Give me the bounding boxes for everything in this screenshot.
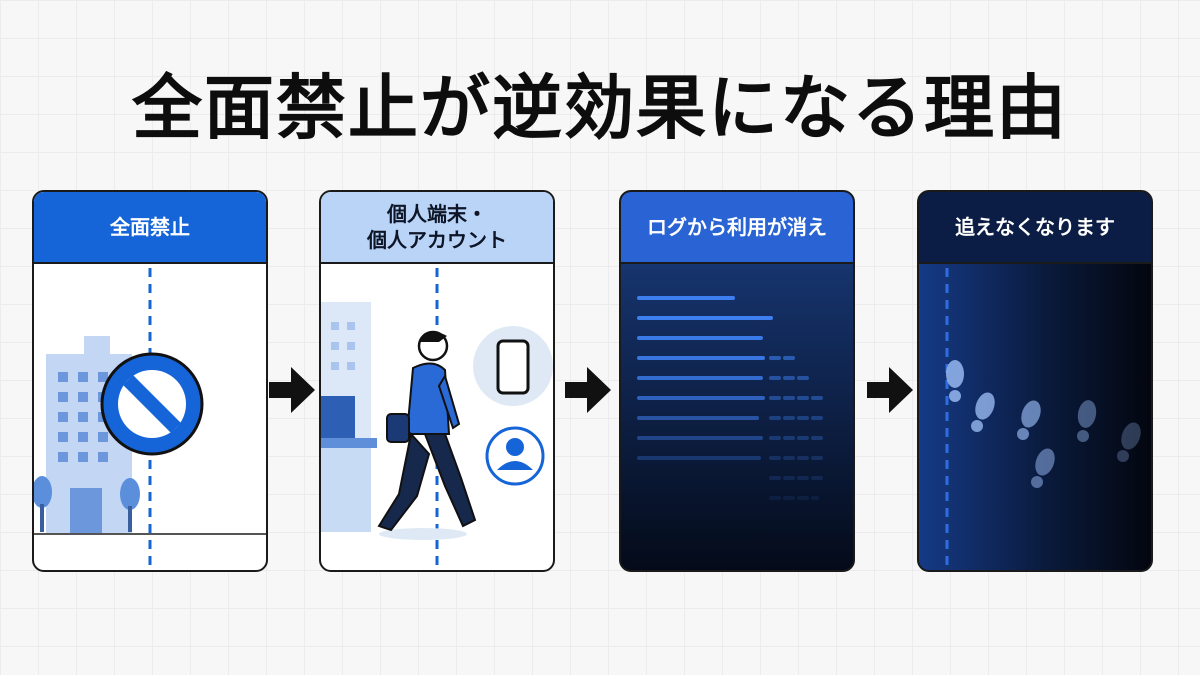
panel-body [621, 264, 853, 570]
panel-body [919, 264, 1151, 570]
panel-body [34, 264, 266, 570]
prohibited-icon [100, 352, 204, 456]
panel-body [321, 264, 553, 570]
walking-person-icon [377, 330, 477, 532]
panel-header: 個人端末・ 個人アカウント [321, 192, 553, 264]
tree-icon [34, 476, 140, 532]
arrow-right-icon [269, 367, 315, 413]
smartphone-icon [473, 326, 553, 406]
building-icon [46, 336, 132, 534]
log-lines-icon [637, 296, 829, 500]
page-title: 全面禁止が逆効果になる理由 [132, 67, 1068, 149]
panel-header: ログから利用が消え [621, 192, 853, 264]
panel-header: 全面禁止 [34, 192, 266, 264]
arrow-right-icon [565, 367, 611, 413]
panel-personal-devices: 個人端末・ 個人アカウント [319, 190, 555, 572]
panel-logs-disappear: ログから利用が消え [619, 190, 855, 572]
laptop-icon [321, 396, 377, 532]
user-account-icon [485, 426, 545, 486]
footprints-icon [946, 360, 1141, 488]
panel-untraceable: 追えなくなります [917, 190, 1153, 572]
panel-full-ban: 全面禁止 [32, 190, 268, 572]
panel-header: 追えなくなります [919, 192, 1151, 264]
arrow-right-icon [867, 367, 913, 413]
